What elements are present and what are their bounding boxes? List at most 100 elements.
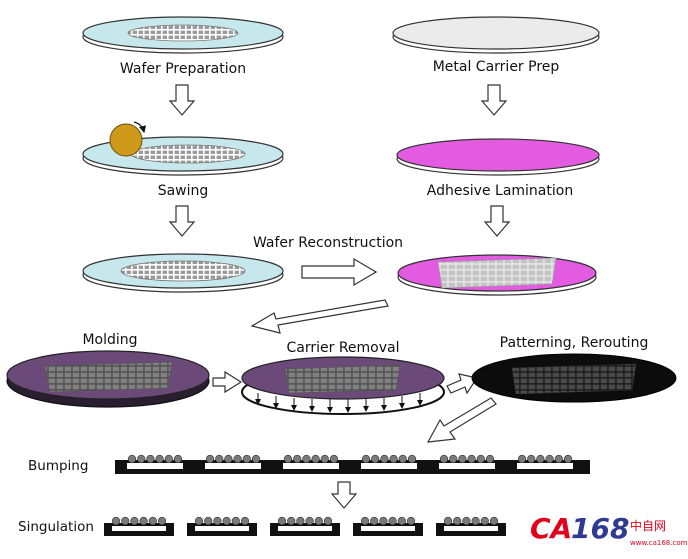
- metal-carrier-prep-label: Metal Carrier Prep: [433, 59, 560, 75]
- solder-bump: [231, 516, 240, 526]
- solder-bump: [439, 454, 449, 464]
- solder-bump: [314, 516, 323, 526]
- molding-step: [6, 350, 210, 408]
- solder-bump: [379, 516, 388, 526]
- carrier-removal-step: [241, 356, 445, 415]
- metal-carrier-disc: [392, 16, 600, 50]
- diagonal-arrow-icon: [426, 397, 497, 443]
- solder-bump: [121, 516, 130, 526]
- solder-bump: [360, 516, 370, 526]
- solder-bump: [397, 516, 406, 526]
- reconstructed-wafer: [397, 254, 597, 296]
- watermark-sub: 中自网: [630, 518, 666, 533]
- solder-bump: [371, 454, 380, 464]
- solder-bump: [205, 454, 215, 464]
- rerouting-pad: [127, 463, 183, 469]
- wafer-preparation-label: Wafer Preparation: [120, 61, 246, 77]
- solder-bump: [242, 454, 251, 464]
- solder-bump: [164, 454, 173, 464]
- solder-bump: [370, 516, 379, 526]
- rerouting-pad: [361, 463, 417, 469]
- bumping-strip: [115, 454, 590, 474]
- right-arrow-icon: [301, 257, 378, 287]
- solder-bump: [157, 516, 167, 526]
- solder-bump: [215, 454, 224, 464]
- rerouted-die-array: [511, 363, 637, 395]
- sawing-label: Sawing: [158, 183, 209, 199]
- solder-bump: [287, 516, 296, 526]
- sawing-step: Sawing: [82, 121, 284, 199]
- watermark-url: www.ca168.com: [630, 539, 688, 547]
- carrier-removal-label: Carrier Removal: [287, 340, 400, 356]
- solder-bump: [462, 516, 471, 526]
- rotation-arrow-icon: [133, 121, 147, 134]
- right-arrow-icon: [212, 370, 243, 394]
- solder-bump: [251, 454, 261, 464]
- solder-bump: [139, 516, 148, 526]
- solder-bump: [204, 516, 213, 526]
- solder-bump: [137, 454, 146, 464]
- molding-label: Molding: [82, 332, 137, 348]
- solder-bump: [296, 516, 305, 526]
- solder-bump: [277, 516, 287, 526]
- solder-bump: [320, 454, 329, 464]
- molded-die-array: [284, 364, 401, 394]
- adhesive-carrier-disc: [396, 138, 600, 172]
- rerouting-pad: [361, 526, 415, 531]
- solder-bump: [146, 454, 155, 464]
- rerouting-pad: [283, 463, 339, 469]
- solder-bump: [480, 516, 489, 526]
- solder-bump: [293, 454, 302, 464]
- solder-bump: [545, 454, 554, 464]
- wafer-preparation-step: Wafer Preparation: [82, 16, 284, 77]
- solder-bump: [554, 454, 563, 464]
- watermark-ca: CA: [530, 512, 572, 545]
- down-arrow-icon: [483, 205, 511, 237]
- singulation-label: Singulation: [18, 519, 94, 535]
- solder-bump: [517, 454, 527, 464]
- patterning-step: [471, 353, 677, 403]
- solder-bump: [329, 454, 339, 464]
- solder-bump: [213, 516, 222, 526]
- release-arrows: [255, 393, 423, 413]
- solder-bump: [485, 454, 495, 464]
- down-arrow-icon: [480, 84, 508, 116]
- rerouting-pad: [278, 526, 332, 531]
- rerouting-pad: [444, 526, 498, 531]
- solder-bump: [127, 454, 137, 464]
- ca168-watermark-logo: CA 168 中自网 www.ca168.com: [530, 512, 688, 547]
- solder-bump: [489, 516, 499, 526]
- solder-bump: [467, 454, 476, 464]
- solder-bump: [449, 454, 458, 464]
- solder-bump: [194, 516, 204, 526]
- solder-bump-groups: [127, 454, 573, 469]
- solder-bump: [563, 454, 573, 464]
- solder-bump: [443, 516, 453, 526]
- placed-die-array: [437, 257, 557, 289]
- singulated-packages: [104, 516, 506, 536]
- solder-bump: [148, 516, 157, 526]
- adhesive-lamination-step: Adhesive Lamination: [396, 138, 600, 199]
- die-array: [120, 260, 246, 282]
- solder-bump: [155, 454, 164, 464]
- down-arrow-icon: [168, 84, 196, 116]
- wafer-reconstruction-label: Wafer Reconstruction: [253, 235, 403, 251]
- solder-bump: [323, 516, 333, 526]
- down-arrow-icon: [330, 481, 358, 509]
- solder-bump: [222, 516, 231, 526]
- solder-bump: [305, 516, 314, 526]
- die-array: [130, 144, 246, 164]
- rerouting-pad: [195, 526, 249, 531]
- solder-bump: [173, 454, 183, 464]
- saw-blade-icon: [109, 123, 143, 157]
- solder-bump: [361, 454, 371, 464]
- solder-bump: [406, 516, 416, 526]
- solder-bump: [224, 454, 233, 464]
- die-array: [127, 24, 239, 42]
- solder-bump: [458, 454, 467, 464]
- solder-bump: [389, 454, 398, 464]
- solder-bump: [527, 454, 536, 464]
- solder-bump: [130, 516, 139, 526]
- bumping-label: Bumping: [28, 458, 88, 474]
